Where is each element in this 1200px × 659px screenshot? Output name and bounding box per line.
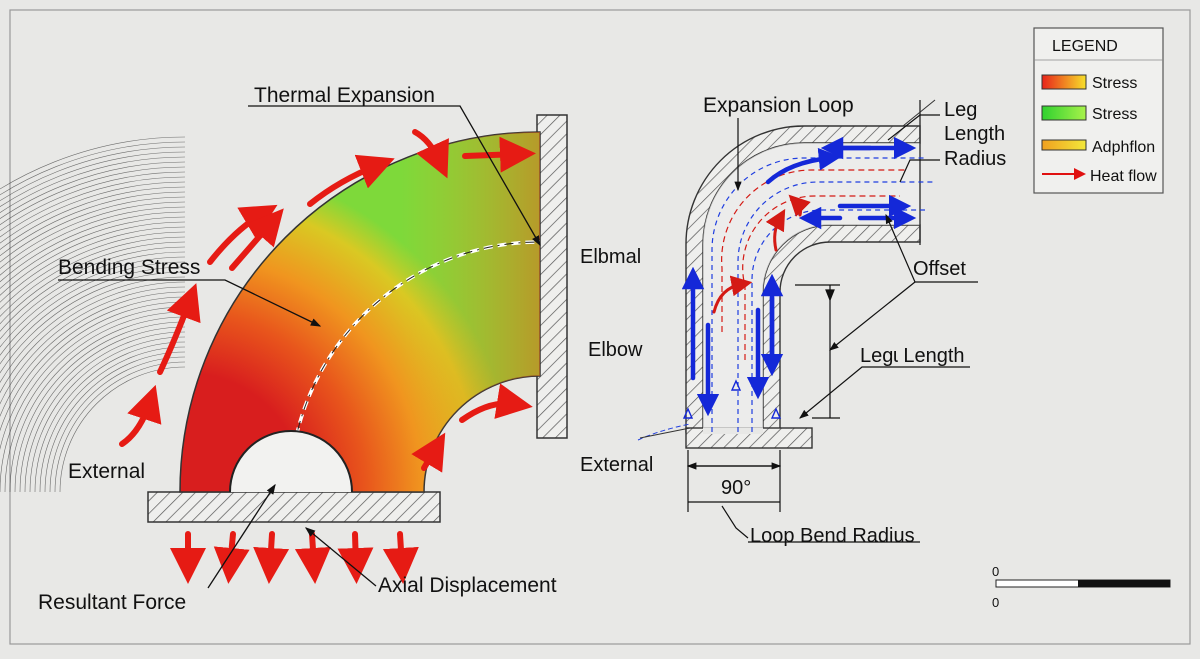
- inner-bore: [229, 430, 353, 493]
- blue-flow-arrows: [681, 136, 917, 417]
- legend-swatch-adphflon: [1041, 139, 1087, 151]
- outer-frame: [9, 9, 1191, 645]
- scale-label-bottom: 0: [992, 595, 999, 610]
- leader-lines-left: [58, 105, 541, 589]
- label-bending-stress: Bending Stress: [58, 256, 200, 279]
- base-plate: [147, 491, 441, 523]
- heat-arrow: [213, 531, 250, 584]
- scale-bar: 0 0: [992, 564, 1171, 610]
- heat-arrow: [119, 384, 162, 447]
- label-external-left: External: [68, 460, 145, 483]
- label-leg-length: Legɩ Length: [860, 345, 965, 367]
- legend-title: LEGEND: [1052, 38, 1118, 55]
- label-thermal-expansion: Thermal Expansion: [254, 84, 435, 107]
- heat-arrow: [382, 531, 419, 584]
- legend-swatch-stress-gradient: [1041, 74, 1087, 90]
- heat-flow-arrows-down: [170, 531, 419, 584]
- heat-arrow: [157, 283, 201, 375]
- expansion-loop-figure: Expansion Loop Leg Length Radius Offset …: [580, 94, 1006, 547]
- label-elbmal: Elbmal: [580, 246, 641, 268]
- heat-arrow: [229, 208, 284, 271]
- legend-swatch-stress-green: [1041, 105, 1087, 121]
- heat-arrow: [411, 432, 446, 473]
- heat-arrow: [307, 154, 395, 207]
- heat-arrow: [712, 275, 753, 314]
- heat-arrow: [459, 383, 533, 423]
- wall-plate: [536, 114, 568, 439]
- heat-arrow: [462, 136, 536, 173]
- loop-inner-wall: [762, 224, 921, 433]
- legend-item-label: Stress: [1092, 106, 1137, 123]
- dimension-90: [686, 450, 782, 512]
- label-length: Length: [944, 123, 1005, 145]
- heat-arrow: [788, 194, 811, 217]
- label-axial-displacement: Axial Displacement: [378, 574, 557, 597]
- legend-item-label: Adphflon: [1092, 139, 1155, 156]
- heat-arrow: [337, 531, 374, 584]
- label-external-right: External: [580, 454, 653, 476]
- label-expansion-loop: Expansion Loop: [703, 94, 854, 117]
- stress-contour-lines: [0, 136, 186, 493]
- label-elbow: Elbow: [588, 339, 643, 361]
- elbow-stress-figure: Thermal Expansion Bending Stress Externa…: [0, 84, 568, 614]
- legend-item-label: Stress: [1092, 75, 1137, 92]
- scale-label-top: 0: [992, 564, 999, 579]
- label-loop-bend-radius: Loop Bend Radius: [750, 525, 915, 547]
- heat-flow-arrows-inner: [411, 383, 533, 473]
- heat-arrow: [294, 531, 331, 584]
- label-angle: 90°: [721, 477, 751, 499]
- heat-arrow: [253, 531, 290, 584]
- leader-lines-right: [721, 114, 978, 543]
- heat-arrow: [765, 208, 786, 252]
- legend-item-label: Heat flow: [1090, 168, 1157, 185]
- red-flow-arrows: [712, 194, 811, 314]
- label-radius: Radius: [944, 148, 1006, 170]
- label-leg: Leg: [944, 99, 977, 121]
- dimension-leg-length: [795, 284, 840, 419]
- label-resultant-force: Resultant Force: [38, 591, 186, 614]
- heat-arrow: [412, 129, 449, 179]
- heat-flow-arrows-outer: [119, 129, 536, 447]
- label-offset: Offset: [913, 258, 966, 280]
- legend: LEGEND Stress Stress Adphflon Heat flow: [1033, 27, 1164, 194]
